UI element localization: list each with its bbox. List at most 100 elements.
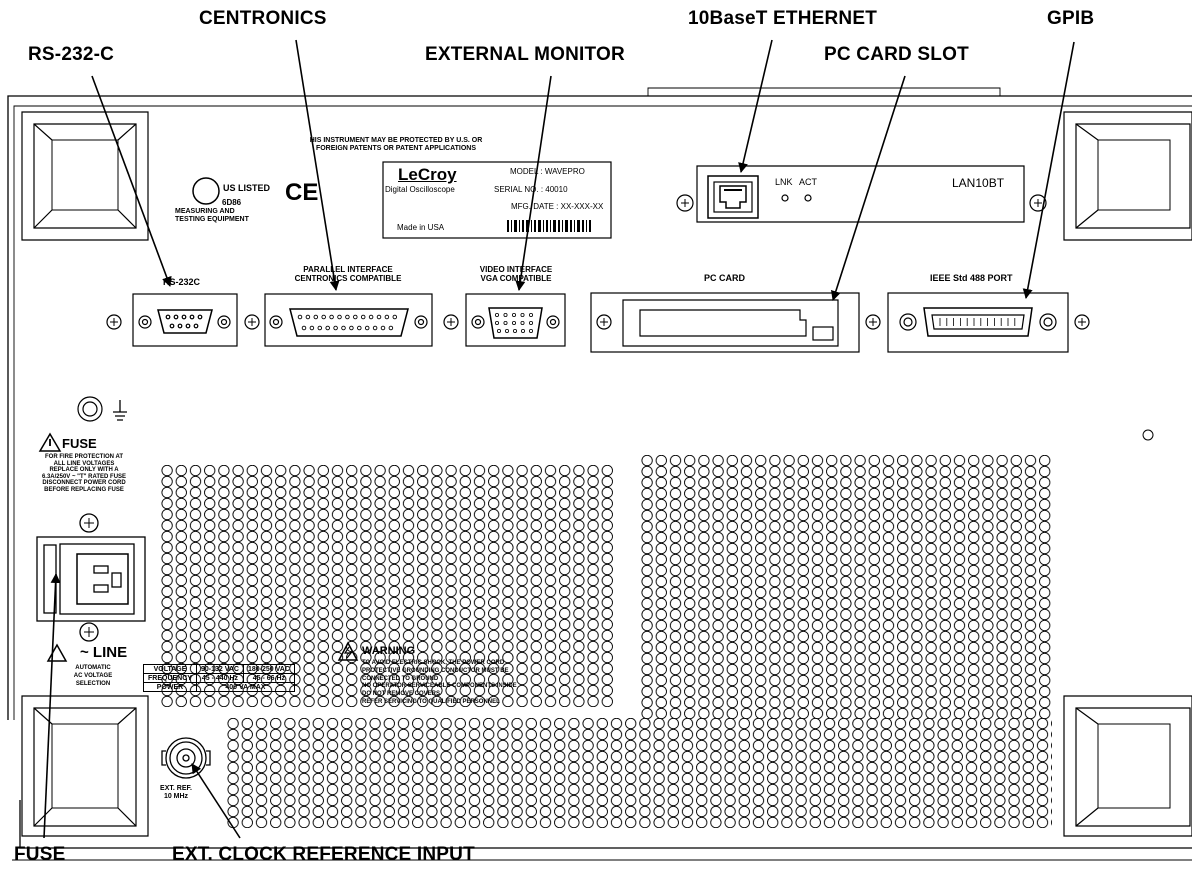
ul-desc-2: TESTING EQUIPMENT [175, 215, 249, 223]
connector-pin [329, 314, 334, 320]
connector-pin [325, 325, 330, 331]
connector-pin [321, 314, 326, 320]
pc-card-label: PC CARD [704, 273, 746, 283]
gpib-port-pins [939, 318, 1016, 326]
connector-pin [503, 320, 508, 325]
callout-fuse: FUSE [14, 844, 66, 865]
line-warning-icon [46, 643, 68, 662]
connector-pin [496, 328, 501, 333]
spec-cell: 400 VA MAX [195, 682, 295, 692]
callout-centronics: CENTRONICS [199, 8, 327, 29]
panel-hole [1142, 429, 1154, 441]
corner-foot-top-right [1063, 111, 1192, 241]
connector-pin [301, 325, 307, 331]
arrow-centronics [295, 39, 340, 291]
parallel-label-2: CENTRONICS COMPATIBLE [294, 273, 402, 283]
connector-pin [388, 325, 394, 331]
vent-grid-right [640, 455, 1052, 719]
callout-ext-clock: EXT. CLOCK REFERENCE INPUT [172, 844, 475, 865]
pc-card-slot [590, 292, 881, 353]
connector-pin [520, 312, 525, 317]
spec-cell: 45 - 66 Hz [242, 673, 295, 683]
spec-row-frequency: FREQUENCY 45 - 440 Hz 45 - 66 Hz [143, 673, 295, 683]
vga-port [443, 293, 566, 347]
connector-pin [297, 314, 303, 320]
connector-pin [494, 312, 499, 317]
power-spec-table: VOLTAGE 90-132 VAC 180-250 VAC FREQUENCY… [143, 664, 295, 692]
spec-cell: FREQUENCY [143, 673, 197, 683]
lan-module [676, 165, 1047, 223]
callout-pc-card-slot: PC CARD SLOT [824, 44, 969, 65]
ce-mark: CE [285, 179, 319, 206]
connector-pin [521, 328, 526, 333]
spec-cell: VOLTAGE [143, 664, 197, 674]
patent-line-1: HIS INSTRUMENT MAY BE PROTECTED BY U.S. … [309, 137, 483, 144]
callout-external-monitor: EXTERNAL MONITOR [425, 44, 625, 65]
connector-pin [333, 325, 338, 331]
arrow-ethernet [738, 39, 773, 173]
parallel-port-label: PARALLEL INTERFACE CENTRONICS COMPATIBLE [268, 265, 428, 284]
connector-pin [376, 314, 382, 320]
connector-pin [372, 325, 378, 331]
parallel-label-1: PARALLEL INTERFACE [303, 265, 393, 274]
arrow-fuse [43, 573, 61, 839]
fuse-warning-icon [38, 432, 62, 452]
callout-ethernet: 10BaseT ETHERNET [688, 8, 878, 29]
fuse-text-1: FOR FIRE PROTECTION AT [45, 454, 123, 460]
fuse-text-2: ALL LINE VOLTAGES [53, 460, 115, 467]
gpib-port [887, 292, 1090, 353]
connector-pin [357, 325, 362, 331]
connector-pin [353, 314, 358, 320]
patent-notice: HIS INSTRUMENT MAY BE PROTECTED BY U.S. … [296, 137, 496, 152]
brand-logo: LeCroy [398, 165, 457, 184]
ext-ref-label: EXT. REF. 10 MHz [146, 785, 206, 800]
connector-pin [341, 325, 346, 331]
auto-voltage-text: AUTOMATIC AC VOLTAGE SELECTION [48, 664, 138, 688]
ul-number: 6D86 [222, 198, 242, 207]
auto-text-3: SELECTION [75, 681, 111, 688]
corner-foot-bottom-left [21, 695, 149, 837]
callout-arrows [43, 39, 1075, 839]
mfg-label: MFG. DATE : XX-XXX-XX [511, 202, 604, 211]
fuse-text-3: REPLACE ONLY WITH A [49, 467, 119, 474]
rs232c-port-label: RS-232C [163, 277, 201, 287]
ieee-port-label: IEEE Std 488 PORT [930, 273, 1013, 283]
spec-row-power: POWER 400 VA MAX [143, 682, 295, 692]
arrow-external-monitor [515, 75, 552, 291]
connector-pin [520, 320, 525, 325]
video-port-label: VIDEO INTERFACE VGA COMPATIBLE [466, 265, 566, 284]
parallel-port-pins [297, 314, 398, 331]
ext-ref-line-2: 10 MHz [163, 792, 189, 800]
connector-pin [349, 325, 354, 331]
connector-pin [364, 325, 370, 331]
connector-pin [345, 314, 350, 320]
ul-listed-text: US LISTED [223, 183, 271, 193]
fuse-title: FUSE [62, 436, 97, 451]
auto-text-1: AUTOMATIC [75, 665, 111, 671]
fuse-text-5: DISCONNECT POWER CORD [42, 480, 126, 487]
warning-line-6: REFER SERVICING TO QUALIFIED PERSONNEL [362, 698, 500, 705]
connector-pin [512, 312, 517, 317]
auto-text-2: AC VOLTAGE [73, 673, 113, 680]
bnc-connector [161, 737, 211, 779]
connector-pin [504, 328, 509, 333]
ul-mark-icon [192, 177, 220, 205]
patent-line-2: FOREIGN PATENTS OR PATENT APPLICATIONS [315, 144, 477, 152]
warning-line-2: PROTECTIVE GROUNDING CONDUCTOR MUST BE [362, 667, 509, 674]
fuse-text-4: 6.3A/250V ~ "T" RATED FUSE [41, 473, 127, 480]
connector-pin [392, 314, 398, 320]
ground-terminal [77, 396, 127, 422]
brand-subtitle: Digital Oscilloscope [385, 185, 455, 194]
connector-pin [529, 320, 534, 325]
shock-warning-icon [337, 641, 359, 661]
warning-title: WARNING [362, 645, 416, 657]
connector-pin [360, 314, 366, 320]
vent-grid-bottom [226, 718, 1052, 828]
connector-pin [317, 325, 323, 331]
arrow-pc-card-slot [830, 75, 906, 301]
act-led-label: ACT [799, 177, 817, 187]
connector-pin [513, 328, 518, 333]
connector-pin [512, 320, 517, 325]
